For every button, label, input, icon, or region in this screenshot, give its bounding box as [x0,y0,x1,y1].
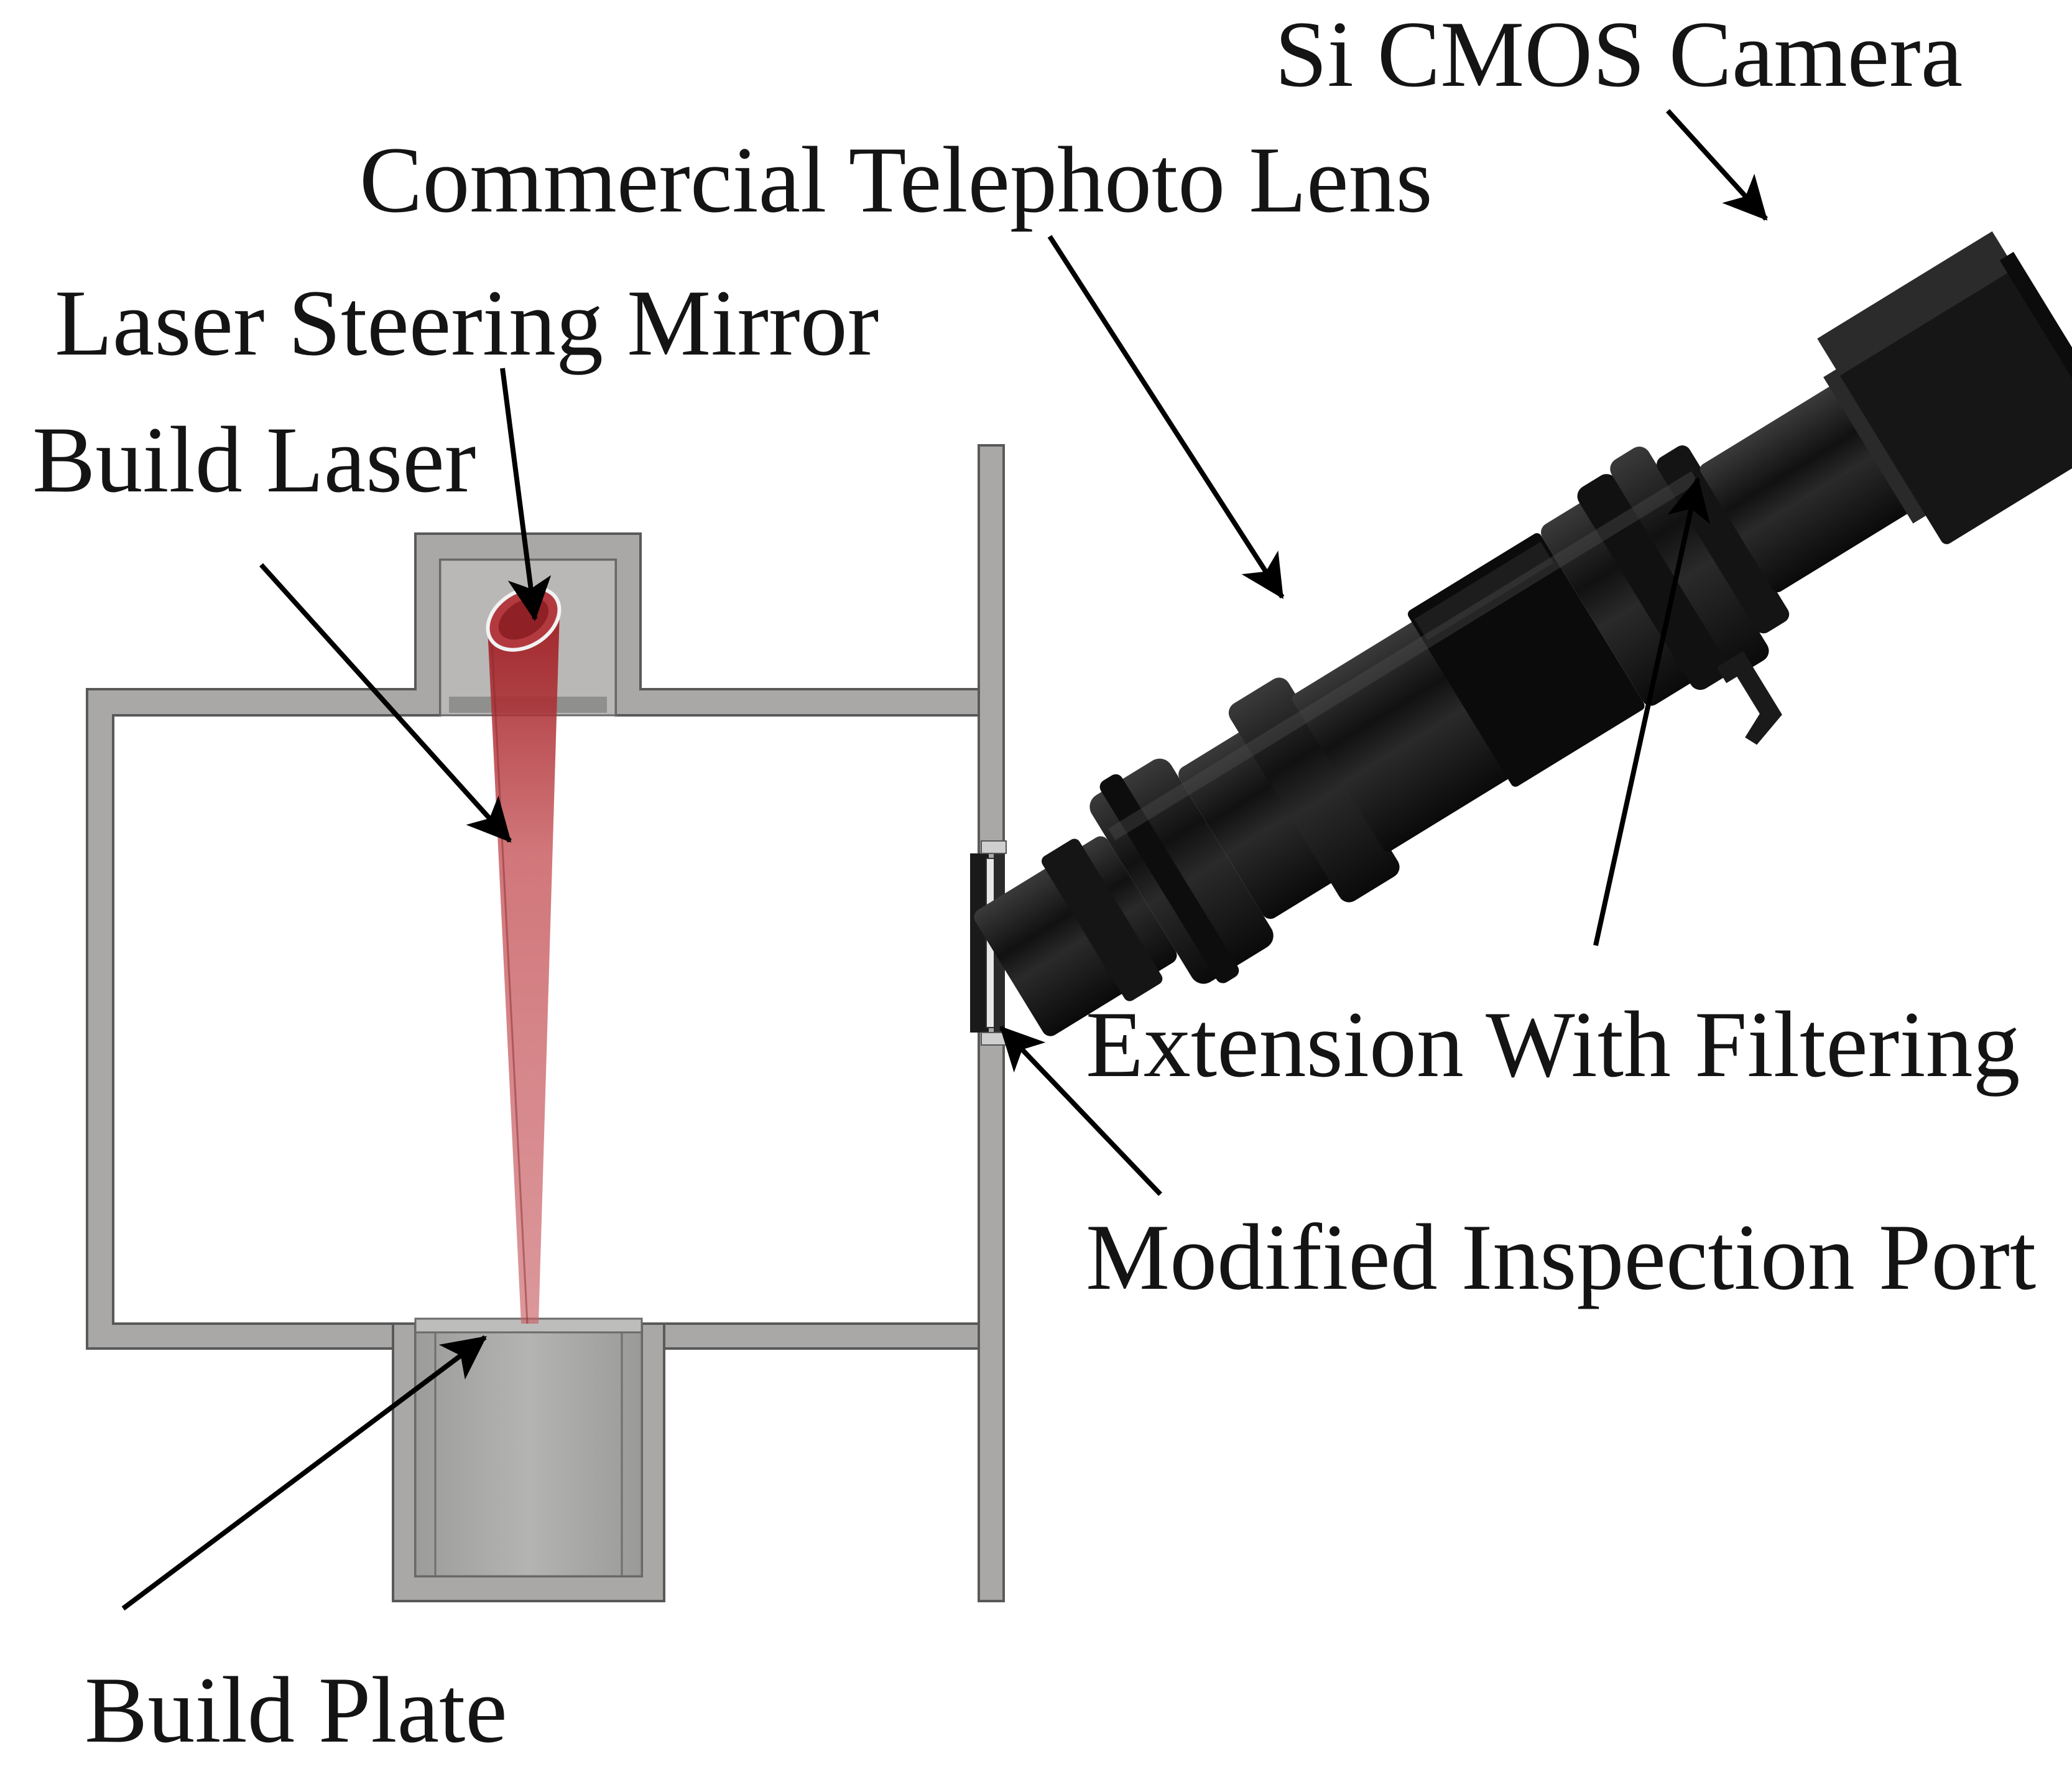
label-laser: Build Laser [32,407,476,512]
arrow-lens [1047,234,1285,599]
laser-beam [488,605,560,1324]
arrow-port [999,1026,1162,1196]
label-lens: Commercial Telephoto Lens [359,128,1433,232]
label-camera: Si CMOS Camera [1275,2,1963,106]
label-port: Modified Inspection Port [1086,1205,2036,1309]
leader-arrows [121,109,1768,1611]
label-plate: Build Plate [85,1658,507,1762]
labels: Si CMOS Camera Commercial Telephoto Lens… [32,2,2036,1762]
arrow-camera [1666,109,1768,221]
filter-extension [1700,385,1912,593]
lens-assembly [974,231,2072,1036]
arrow-plate [121,1335,487,1611]
arrow-extension [1593,476,1710,946]
arrow-laser [259,563,512,843]
label-mirror: Laser Steering Mirror [55,271,879,375]
arrow-mirror [500,368,552,621]
chamber-wall-lower-right [663,1322,980,1350]
label-extension: Extension With Filtering [1086,992,2020,1097]
